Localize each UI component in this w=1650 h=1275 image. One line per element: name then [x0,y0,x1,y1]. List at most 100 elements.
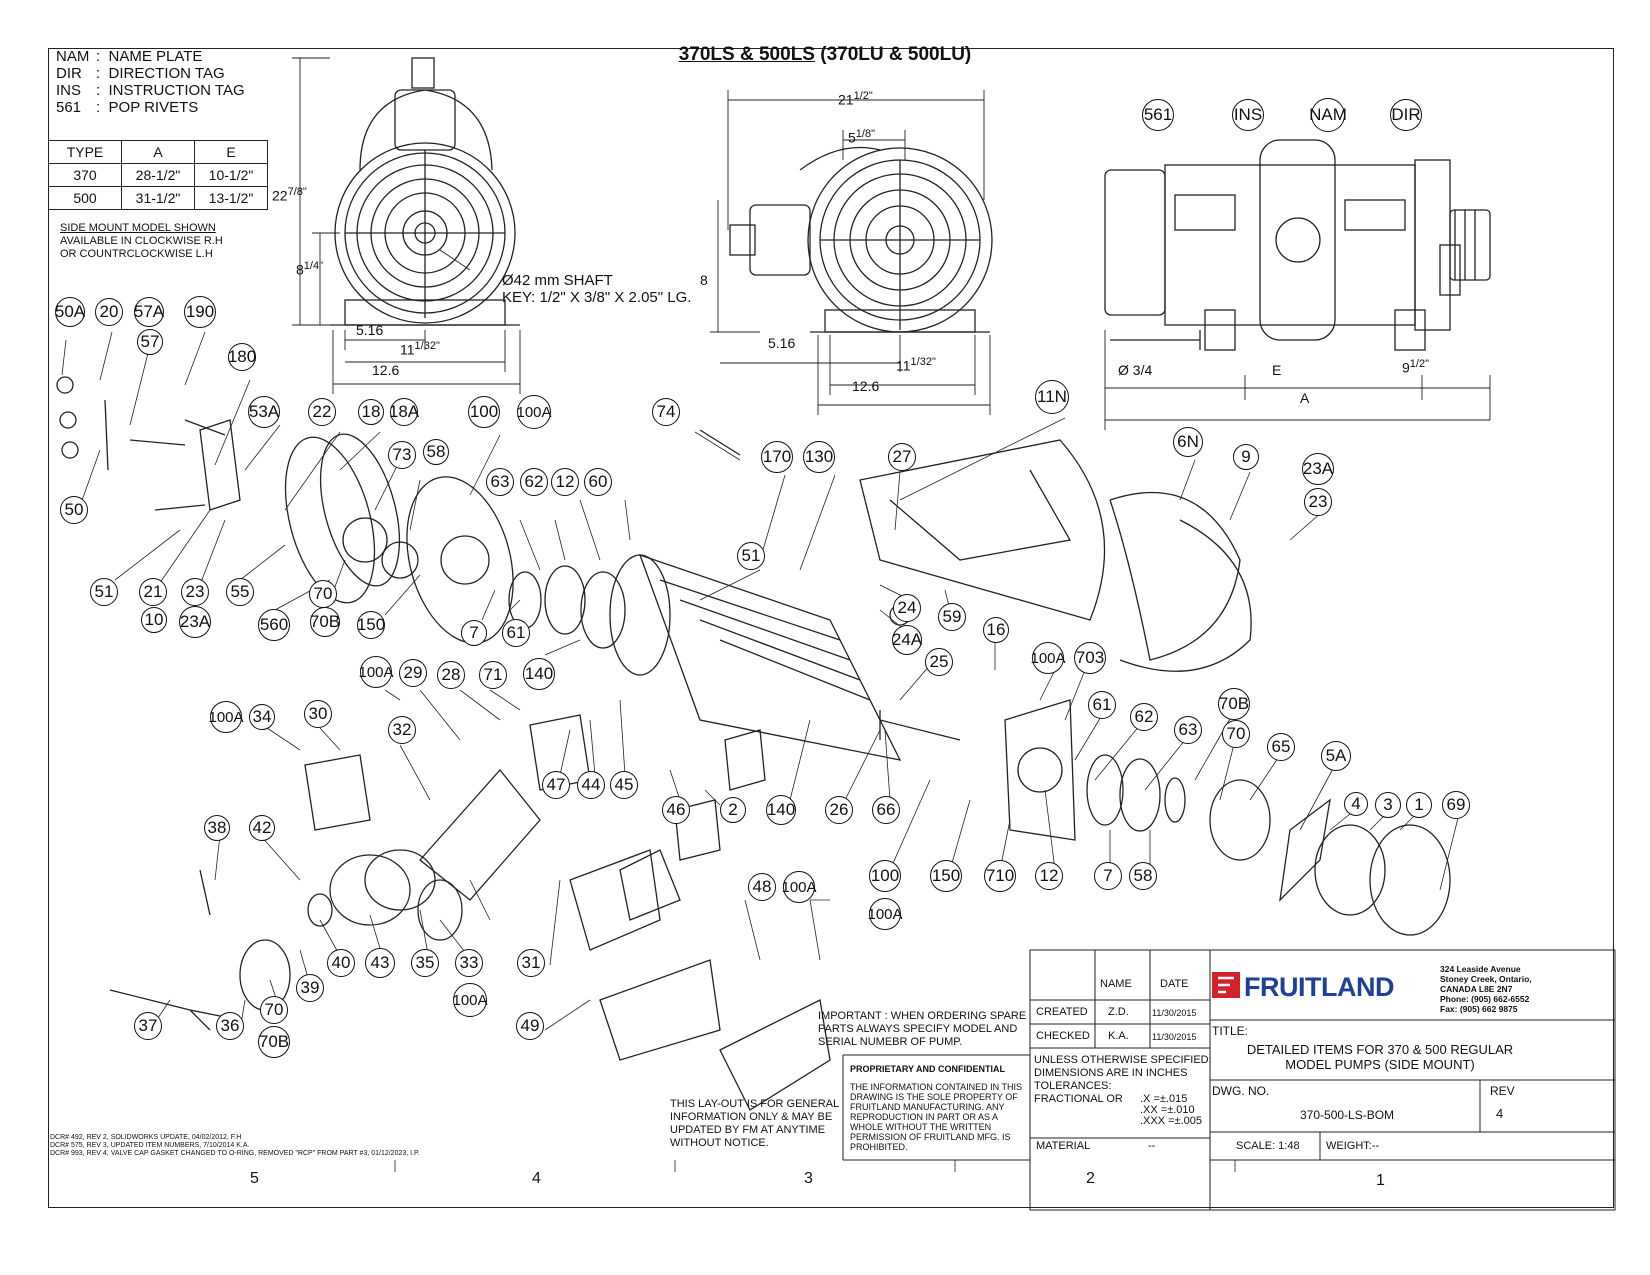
part-callout-balloon: 47 [542,771,570,799]
part-callout-balloon: 7 [461,620,487,646]
part-callout-balloon: 21 [139,578,167,606]
part-callout-balloon: 58 [423,439,449,465]
dim-phi-view3: Ø 3/4 [1118,362,1153,378]
part-callout-balloon: 3 [1375,792,1401,818]
part-callout-balloon: 73 [388,441,416,469]
part-callout-balloon: 36 [216,1012,244,1040]
part-callout-balloon: 70 [309,580,337,608]
part-callout-balloon: 44 [577,771,605,799]
part-callout-balloon: 6N [1173,427,1203,457]
address-line: Fax: (905) 662 9875 [1440,1004,1518,1014]
part-callout-balloon: 57 [137,329,163,355]
part-callout-balloon: 58 [1129,862,1157,890]
zone-ticks [394,1160,1236,1172]
table-row: 370 28-1/2" 10-1/2" [48,163,268,187]
part-callout-balloon: 37 [134,1012,162,1040]
tb-tolerance-block: UNLESS OTHERWISE SPECIFIED: DIMENSIONS A… [1034,1054,1212,1106]
tb-checked-date: 11/30/2015 [1152,1032,1197,1042]
part-callout-balloon: 39 [296,974,324,1002]
tb-date-header: DATE [1160,978,1189,990]
tb-created-date: 11/30/2015 [1152,1008,1197,1018]
tb-title-label: TITLE: [1212,1024,1249,1038]
part-callout-balloon: 43 [365,948,395,978]
part-callout-balloon: 703 [1074,642,1106,674]
part-callout-balloon: 18A [389,398,419,426]
part-callout-balloon: 7 [1094,862,1122,890]
part-callout-balloon: 45 [610,771,638,799]
front-view-dimensions [292,57,521,394]
layout-note: THIS LAY-OUT IS FOR GENERAL INFORMATION … [670,1098,839,1149]
part-callout-balloon: 2 [720,797,746,823]
legend-row: 561: POP RIVETS [56,99,199,116]
tb-dwg-number: 370-500-LS-BOM [1300,1108,1395,1122]
tb-title-line: DETAILED ITEMS FOR 370 & 500 REGULAR [1246,1042,1514,1057]
dim-shaft-height-view1: 81/4" [296,260,323,278]
part-callout-balloon: 66 [872,796,900,824]
part-callout-balloon: 100A [208,701,244,733]
part-callout-balloon: 74 [652,398,680,426]
dim-E-view3: E [1272,362,1282,378]
part-callout-balloon: 59 [938,603,966,631]
dim-516-view2: 5.16 [768,335,796,351]
part-callout-balloon: 55 [226,578,254,606]
part-callout-balloon: 100A [1030,642,1066,674]
side-mount-note: SIDE MOUNT MODEL SHOWN AVAILABLE IN CLOC… [60,222,223,261]
part-callout-balloon: 61 [502,619,530,647]
dim-11-view2: 111/32" [896,356,936,374]
tb-title-line: MODEL PUMPS (SIDE MOUNT) [1285,1057,1475,1072]
dim-126-view2: 12.6 [852,378,880,394]
dim-width-view2: 211/2" [838,90,873,108]
dim-8-view2: 8 [700,272,708,288]
part-callout-balloon: 130 [803,441,835,473]
part-callout-balloon: 24 [893,594,921,622]
part-callout-balloon: 61 [1088,691,1116,719]
part-callout-balloon: 40 [327,949,355,977]
tb-tolerances: TOLERANCES: [1034,1080,1112,1092]
fruitland-logo [1212,972,1240,998]
part-callout-balloon: 23A [179,606,211,638]
tb-drawing-title: DETAILED ITEMS FOR 370 & 500 REGULAR MOD… [1230,1042,1530,1072]
side-mount-line: AVAILABLE IN CLOCKWISE R.H [60,235,223,247]
part-callout-balloon: 32 [388,716,416,744]
tb-tol-xx: .XX =±.010 [1140,1104,1195,1116]
part-callout-balloon: 57A [134,297,164,327]
shaft-key: KEY: 1/2" X 3/8" X 2.05" LG. [502,289,692,306]
company-address: 324 Leaside Avenue Stoney Creek, Ontario… [1440,964,1532,1014]
part-callout-balloon: 50A [55,297,85,327]
part-callout-balloon: NAM [1309,98,1347,132]
part-callout-balloon: 46 [662,796,690,824]
part-callout-balloon: 100A [516,395,552,429]
part-callout-balloon: 100A [452,983,488,1017]
shaft-size: Ø42 mm SHAFT [502,272,613,289]
part-callout-balloon: 63 [1174,716,1202,744]
table-cell: 28-1/2" [121,163,195,187]
part-callout-balloon: 62 [520,468,548,496]
dim-height-view1: 227/8" [272,186,307,204]
title-model-ls: 370LS & 500LS [678,44,815,65]
top-view-pump [1104,139,1491,351]
revision-entry: DCR# 575, REV 3, UPDATED ITEM NUMBERS, 7… [50,1142,250,1149]
part-callout-balloon: 100 [869,860,901,892]
zone-marker: 1 [1376,1172,1385,1189]
address-line: Phone: (905) 662-6552 [1440,994,1530,1004]
part-callout-balloon: 70 [260,996,288,1024]
part-callout-balloon: 30 [304,700,332,728]
part-callout-balloon: 560 [258,609,290,641]
tb-unless: UNLESS OTHERWISE SPECIFIED: [1034,1054,1212,1066]
part-callout-balloon: INS [1232,99,1264,131]
part-callout-balloon: 23A [1302,453,1334,485]
top-view-dimensions [1104,330,1491,430]
part-callout-balloon: 140 [523,658,555,690]
address-line: 324 Leaside Avenue [1440,964,1521,974]
important-note: IMPORTANT : WHEN ORDERING SPARE PARTS AL… [818,1010,1027,1048]
part-callout-balloon: 170 [761,441,793,473]
part-callout-balloon: 28 [437,661,465,689]
brand-name: FRUITLAND [1244,972,1394,1002]
part-callout-balloon: 60 [584,468,612,496]
part-callout-balloon: 12 [1035,862,1063,890]
dim-9-view3: 91/2" [1402,358,1429,376]
part-callout-balloon: 38 [204,815,230,841]
tb-tolerance-values: .X =±.015 .XX =±.010 .XXX =±.005 [1140,1094,1202,1127]
title-model-lu: (370LU & 500LU) [814,44,972,65]
